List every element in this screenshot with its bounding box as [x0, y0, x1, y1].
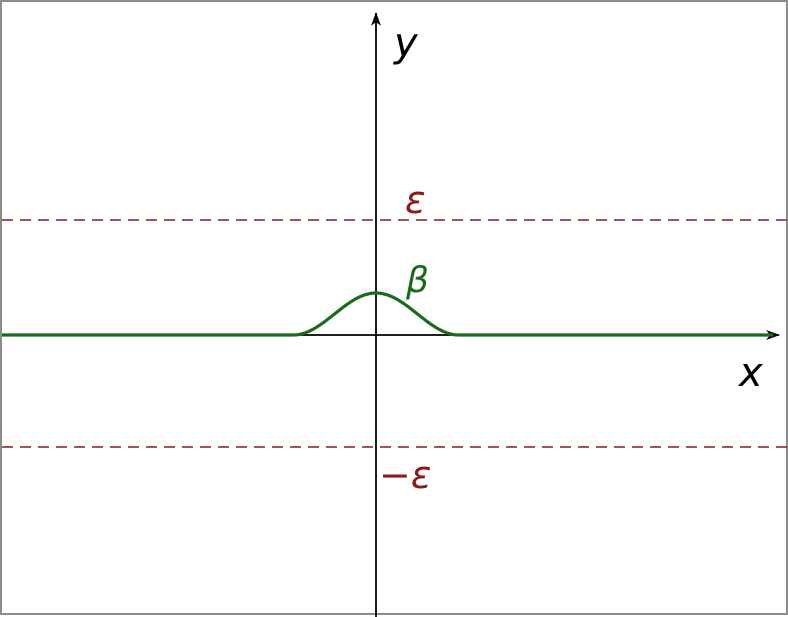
bump-label: β — [405, 260, 429, 301]
y-axis-label: y — [393, 20, 419, 66]
upper-bound-label: ε — [405, 178, 426, 222]
bump-curve — [2, 291, 774, 337]
x-axis-label: x — [737, 350, 763, 396]
lower-bound-label: −ε — [379, 453, 431, 497]
